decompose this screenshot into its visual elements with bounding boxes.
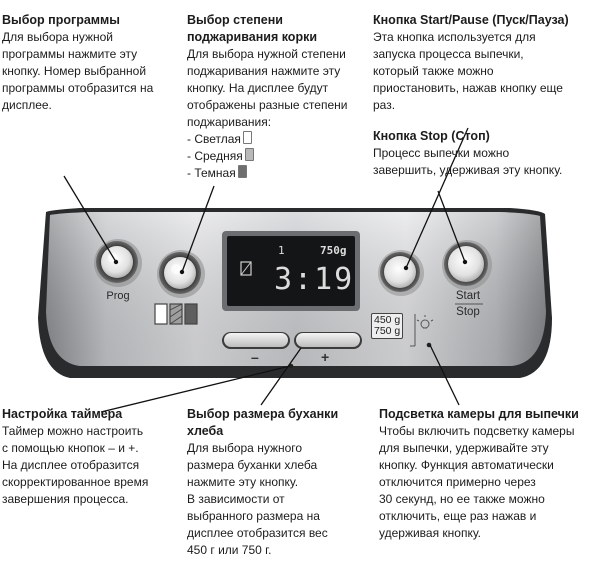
crust-level-medium: - Средняя	[187, 148, 362, 165]
loaf-size-selector[interactable]: 450 g 750 g	[371, 313, 404, 339]
callout-loaf-title: Выбор размера буханки хлеба	[187, 407, 339, 438]
callout-crust-title: Выбор степени поджаривания корки	[187, 13, 318, 44]
lcd-program-number: 1	[278, 244, 285, 257]
callout-crust-body: Для выбора нужной степени поджаривания н…	[187, 47, 348, 129]
lcd-weight: 750g	[320, 244, 347, 257]
leader-lines	[63, 127, 469, 413]
callout-start-pause-body: Эта кнопка используется для запуска проц…	[373, 30, 563, 112]
callout-program: Выбор программы Для выбора нужной програ…	[2, 12, 167, 114]
crust-level-light: - Светлая	[187, 131, 362, 148]
callout-start-pause: Кнопка Start/Pause (Пуск/Пауза) Эта кноп…	[373, 12, 591, 114]
stop-label: Stop	[456, 306, 480, 318]
callout-light-body: Чтобы включить подсветку камеры для выпе…	[379, 424, 575, 540]
bulb-icon	[416, 315, 434, 329]
stop-button[interactable]	[384, 256, 416, 288]
lcd-crust-icon	[240, 261, 252, 276]
minus-button[interactable]	[224, 333, 288, 347]
dark-shade-icon	[237, 165, 247, 178]
prog-label: Prog	[106, 290, 130, 302]
minus-label: –	[251, 349, 259, 365]
callout-stop: Кнопка Stop (Стоп) Процесс выпечки можно…	[373, 128, 591, 179]
plus-label: +	[321, 349, 330, 365]
lcd-time: 3:19	[274, 262, 355, 297]
callout-timer-body: Таймер можно настроить с помощью кнопок …	[2, 424, 149, 506]
crust-button[interactable]	[164, 257, 196, 289]
start-label: Start	[455, 290, 481, 302]
callout-light-title: Подсветка камеры для выпечки	[379, 407, 579, 421]
callout-light: Подсветка камеры для выпечки Чтобы включ…	[379, 406, 591, 542]
callout-crust: Выбор степени поджаривания корки Для выб…	[187, 12, 362, 182]
crust-level-dark: - Темная	[187, 165, 362, 182]
lcd-display	[227, 236, 355, 306]
callout-start-pause-title: Кнопка Start/Pause (Пуск/Пауза)	[373, 13, 569, 27]
callout-stop-body: Процесс выпечки можно завершить, удержив…	[373, 146, 563, 177]
callout-program-body: Для выбора нужной программы нажмите эту …	[2, 30, 154, 112]
size-option-750: 750 g	[374, 325, 401, 337]
crust-shade-icons	[154, 303, 198, 325]
callout-loaf-body: Для выбора нужного размера буханки хлеба…	[187, 441, 328, 557]
callout-stop-title: Кнопка Stop (Стоп)	[373, 129, 490, 143]
medium-shade-icon	[244, 148, 254, 161]
plus-button[interactable]	[296, 333, 360, 347]
size-option-450: 450 g	[374, 314, 401, 326]
light-shade-icon	[242, 131, 252, 144]
callout-timer-title: Настройка таймера	[2, 407, 123, 421]
callout-program-title: Выбор программы	[2, 13, 120, 27]
callout-loaf: Выбор размера буханки хлеба Для выбора н…	[187, 406, 362, 559]
start-pause-button[interactable]	[448, 246, 484, 282]
callout-timer: Настройка таймера Таймер можно настроить…	[2, 406, 172, 508]
